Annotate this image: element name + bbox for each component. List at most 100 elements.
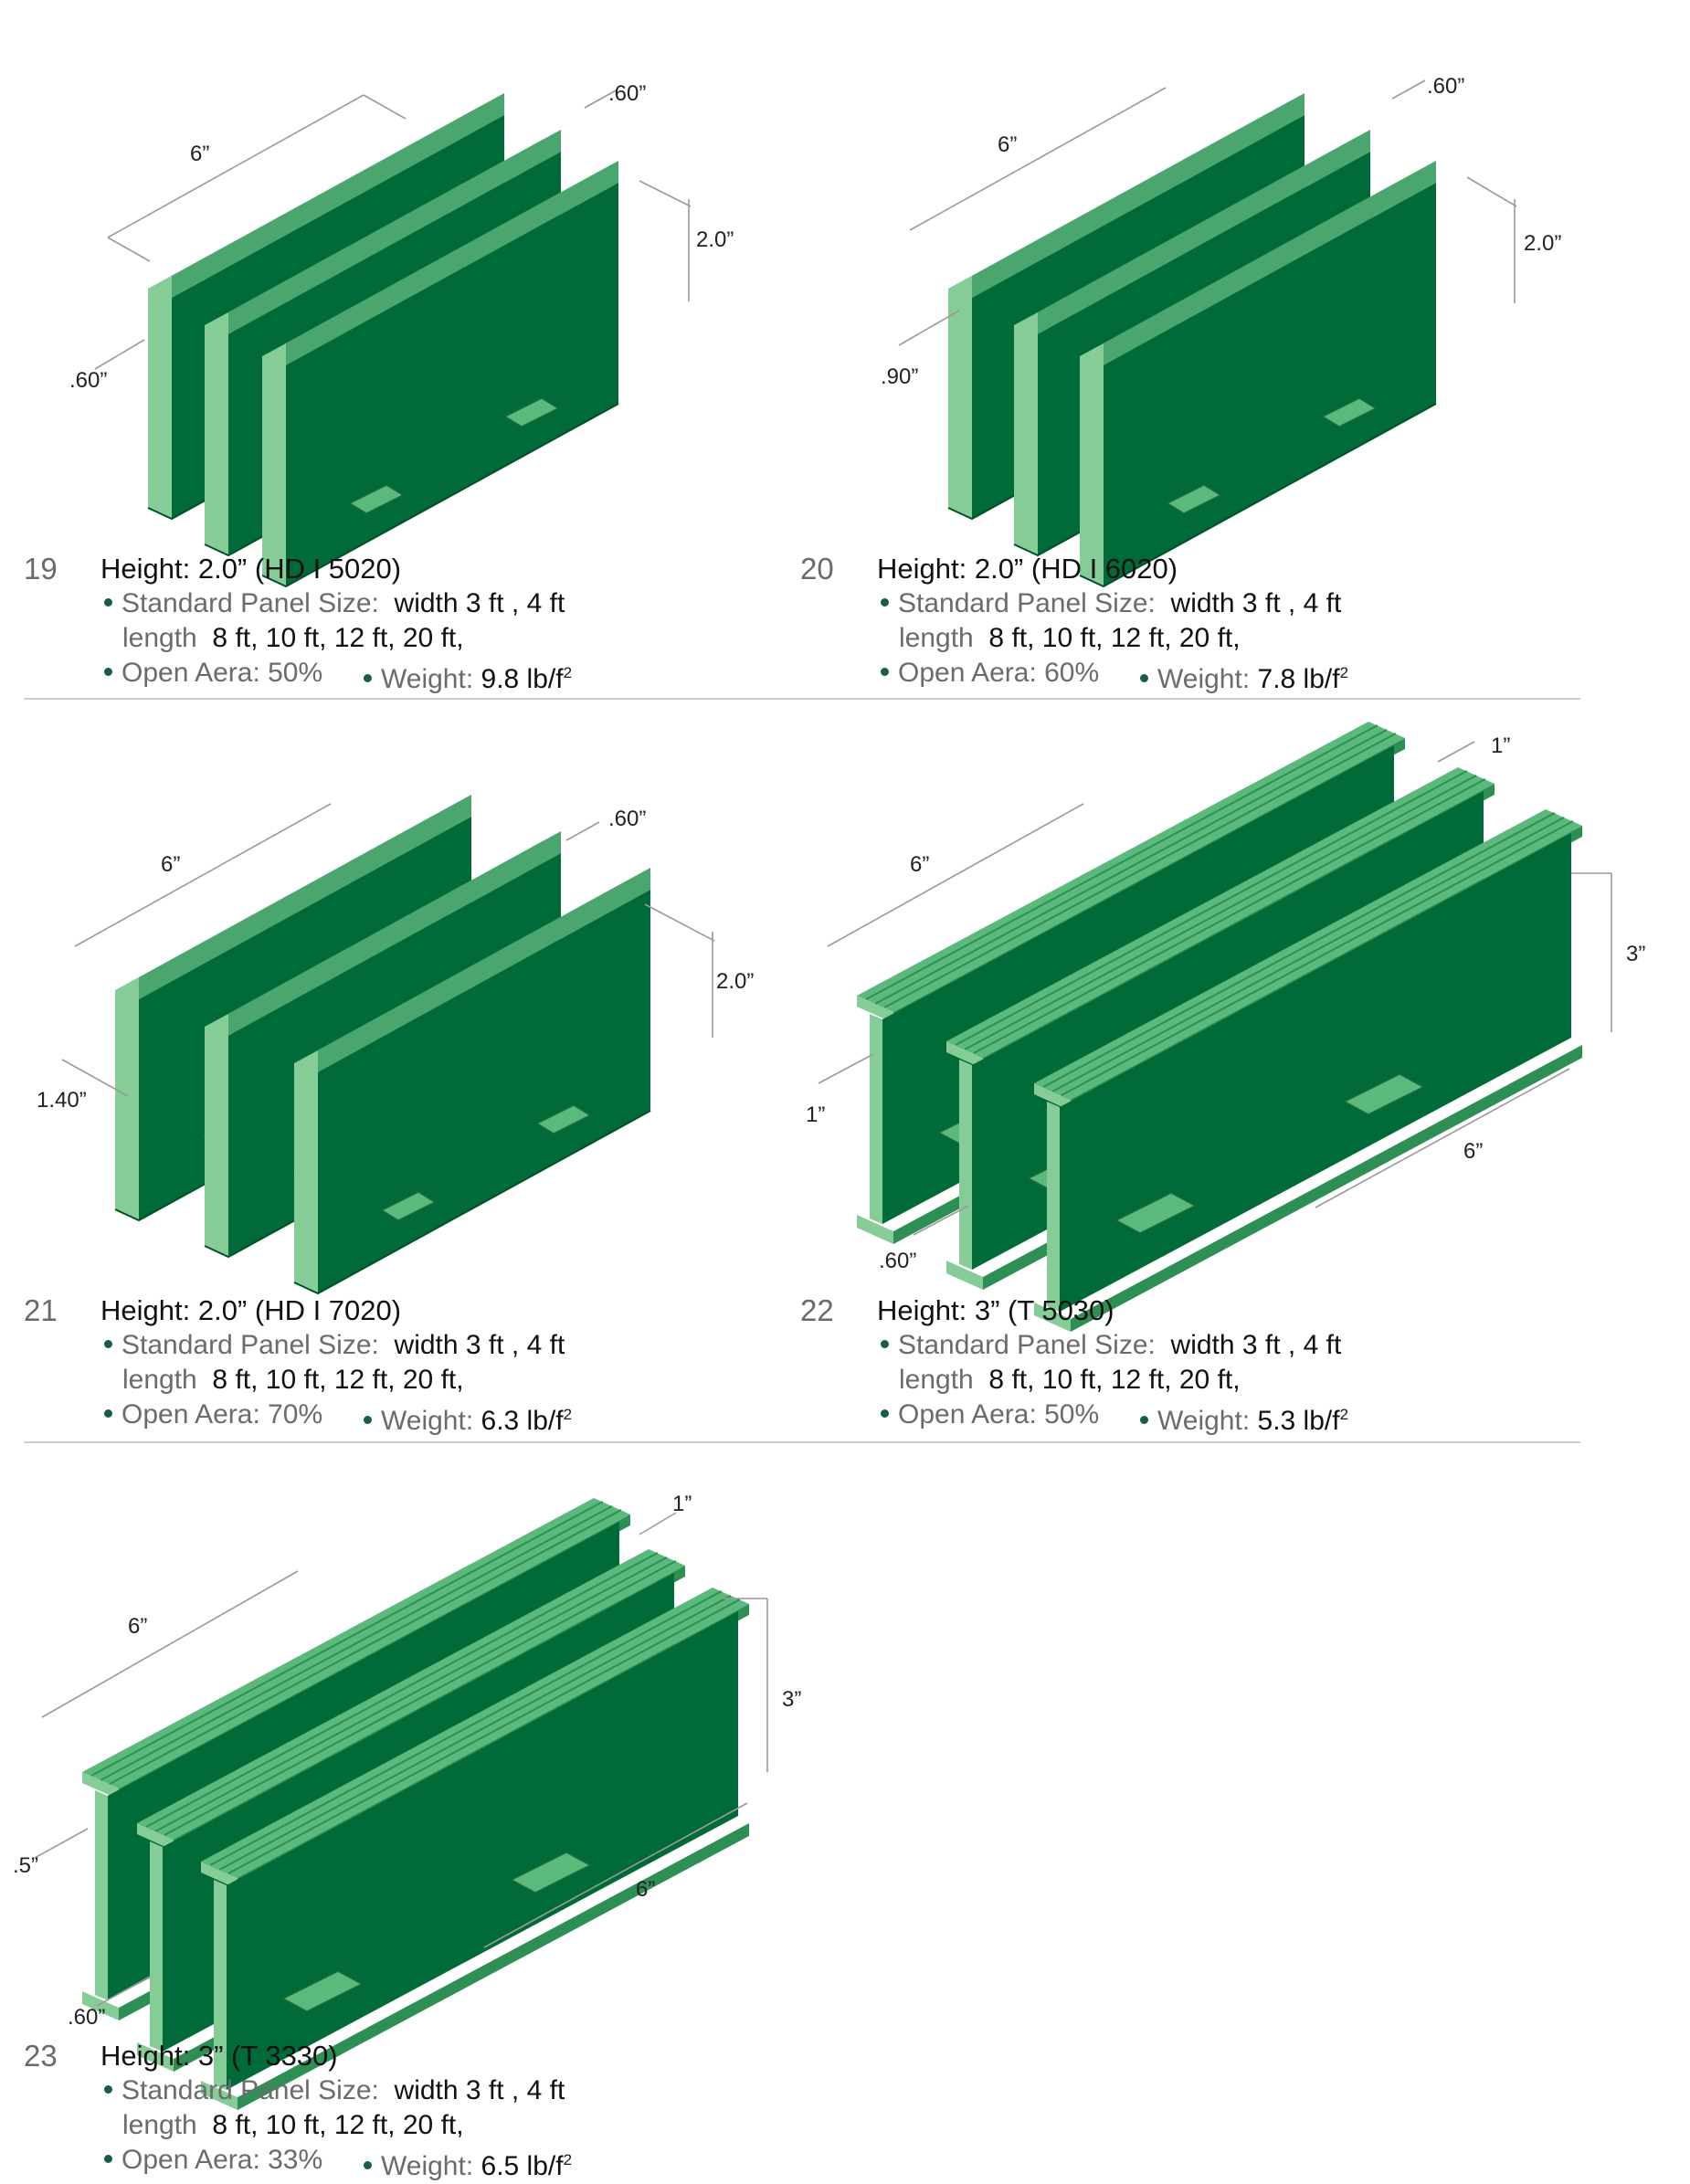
std-panel-label: Standard Panel Size: — [121, 2075, 379, 2105]
bullet-icon — [881, 597, 889, 607]
bullet-icon — [881, 1339, 889, 1348]
length-value: 8 ft, 10 ft, 12 ft, 20 ft, — [212, 1365, 464, 1395]
open-area-label: Open Aera: — [121, 1399, 260, 1430]
weight-label: Weight: — [381, 2151, 474, 2181]
figure-21-top-dim: .60” — [608, 807, 646, 831]
open-area-label: Open Aera: — [121, 658, 260, 688]
std-panel-value: width 3 ft , 4 ft — [394, 1330, 565, 1360]
open-area-label: Open Aera: — [898, 1399, 1037, 1430]
open-area-value: 60% — [1044, 658, 1100, 688]
std-panel-label: Standard Panel Size: — [898, 1330, 1156, 1360]
bullet-icon — [364, 2160, 372, 2169]
open-area-label: Open Aera: — [898, 658, 1037, 688]
item-title: Height: 2.0” (HD I 5020) — [100, 553, 402, 585]
figure-23-side-dim: .5” — [13, 1853, 38, 1878]
std-panel-label: Standard Panel Size: — [898, 588, 1156, 618]
figure-23-grating: 6” 1” 3” .5” .60” 6” — [13, 1492, 801, 2111]
section-divider — [24, 1441, 1580, 1443]
length-label: length — [122, 623, 197, 653]
std-panel-label: Standard Panel Size: — [121, 1330, 379, 1360]
figure-20-width-dim: .90” — [881, 364, 918, 389]
bullet-icon — [104, 597, 112, 607]
figure-23-cross-dim: 6” — [636, 1877, 655, 1902]
figure-19-grating: 6” .60” 2.0” .60” — [69, 81, 734, 587]
figure-20-top-dim: .60” — [1427, 74, 1464, 99]
weight-unit-exponent: 2 — [563, 664, 573, 681]
figure-23-height-dim: 3” — [782, 1687, 801, 1712]
item-number: 23 — [24, 2039, 58, 2073]
weight-unit-exponent: 2 — [563, 2151, 573, 2168]
weight-value: 6.3 lb/f — [481, 1406, 564, 1436]
item-title: Height: 3” (T 3330) — [100, 2040, 338, 2072]
figure-20-length-dim: 6” — [998, 132, 1017, 157]
figure-19-width-dim: .60” — [69, 368, 107, 393]
length-value: 8 ft, 10 ft, 12 ft, 20 ft, — [988, 1365, 1241, 1395]
item-number: 20 — [800, 552, 834, 586]
figure-20-grating: 6” .60” 2.0” .90” — [881, 74, 1561, 587]
bullet-icon — [104, 2154, 112, 2163]
length-value: 8 ft, 10 ft, 12 ft, 20 ft, — [212, 2110, 464, 2140]
weight-value: 9.8 lb/f — [481, 664, 564, 694]
figure-23-top-dim: 1” — [672, 1492, 692, 1516]
weight-value: 5.3 lb/f — [1257, 1406, 1340, 1436]
open-area-value: 33% — [268, 2145, 323, 2175]
std-panel-value: width 3 ft , 4 ft — [1170, 1330, 1342, 1360]
figure-20-height-dim: 2.0” — [1524, 231, 1561, 256]
item-title: Height: 3” (T 5030) — [877, 1294, 1114, 1326]
figure-22-side-dim: 1” — [806, 1103, 825, 1127]
weight-value: 6.5 lb/f — [481, 2151, 564, 2181]
figure-22-grating: 6” 1” 3” 1” .60” 6” — [806, 721, 1645, 1333]
open-area-value: 50% — [1044, 1399, 1100, 1430]
item-title: Height: 2.0” (HD I 6020) — [877, 553, 1178, 585]
bullet-icon — [104, 2084, 112, 2094]
item-title: Height: 2.0” (HD I 7020) — [100, 1294, 402, 1326]
figure-22-top-dim: 1” — [1491, 733, 1510, 758]
bullet-icon — [364, 1415, 372, 1424]
weight-unit-exponent: 2 — [1339, 1406, 1349, 1423]
figure-21-height-dim: 2.0” — [716, 969, 754, 994]
weight-label: Weight: — [1157, 664, 1251, 694]
bullet-icon — [881, 667, 889, 676]
bullet-icon — [1140, 673, 1148, 682]
open-area-value: 50% — [268, 658, 323, 688]
item-number: 21 — [24, 1293, 58, 1327]
bullet-icon — [104, 1409, 112, 1418]
figure-22-cross-dim: 6” — [1463, 1139, 1483, 1164]
figure-21-grating: 6” .60” 2.0” 1.40” — [37, 794, 754, 1294]
weight-label: Weight: — [381, 664, 474, 694]
section-divider — [24, 698, 1580, 700]
item-number: 19 — [24, 552, 58, 586]
length-value: 8 ft, 10 ft, 12 ft, 20 ft, — [212, 623, 464, 653]
std-panel-value: width 3 ft , 4 ft — [394, 2075, 565, 2105]
figure-21-width-dim: 1.40” — [37, 1088, 87, 1113]
weight-unit-exponent: 2 — [563, 1406, 573, 1423]
bullet-icon — [881, 1409, 889, 1418]
bullet-icon — [104, 667, 112, 676]
open-area-label: Open Aera: — [121, 2145, 260, 2175]
item-number: 22 — [800, 1293, 834, 1327]
figure-23-bottom-dim: .60” — [68, 2005, 105, 2030]
weight-value: 7.8 lb/f — [1257, 664, 1340, 694]
figure-21-length-dim: 6” — [161, 852, 180, 877]
length-value: 8 ft, 10 ft, 12 ft, 20 ft, — [988, 623, 1241, 653]
std-panel-label: Standard Panel Size: — [121, 588, 379, 618]
figure-23-length-dim: 6” — [128, 1614, 147, 1639]
open-area-value: 70% — [268, 1399, 323, 1430]
std-panel-value: width 3 ft , 4 ft — [394, 588, 565, 618]
figure-19-length-dim: 6” — [190, 142, 209, 166]
length-label: length — [899, 1365, 974, 1395]
figure-22-bottom-dim: .60” — [879, 1249, 916, 1273]
figure-22-length-dim: 6” — [910, 852, 929, 877]
figure-19-top-dim: .60” — [608, 81, 646, 106]
length-label: length — [122, 1365, 197, 1395]
bullet-icon — [1140, 1415, 1148, 1424]
figure-22-height-dim: 3” — [1626, 942, 1645, 966]
length-label: length — [899, 623, 974, 653]
weight-label: Weight: — [381, 1406, 474, 1436]
bullet-icon — [364, 673, 372, 682]
weight-unit-exponent: 2 — [1339, 664, 1349, 681]
bullet-icon — [104, 1339, 112, 1348]
weight-label: Weight: — [1157, 1406, 1251, 1436]
figure-19-height-dim: 2.0” — [696, 227, 734, 252]
